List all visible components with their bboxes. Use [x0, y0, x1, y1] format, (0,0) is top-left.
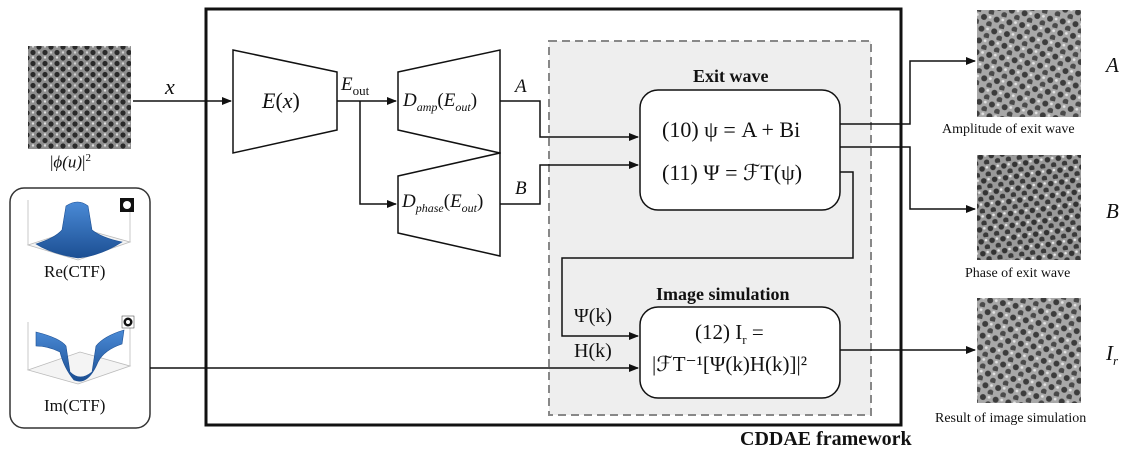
arrow-exitwave-to-amplitude — [840, 57, 976, 125]
arrow-a-to-exitwave — [500, 100, 639, 141]
arrow-exitwave-to-phase — [840, 146, 976, 213]
eq12-line2: |ℱT⁻¹[Ψ(k)H(k)]|² — [652, 352, 808, 376]
encoder-block — [232, 49, 338, 154]
h-k-label: H(k) — [574, 340, 612, 362]
output-amplitude-image — [977, 10, 1081, 117]
decoder-amp-label: Damp(Eout) — [403, 90, 478, 114]
output-symbol-b: B — [1106, 199, 1119, 223]
image-sim-box — [639, 306, 841, 399]
image-sim-title: Image simulation — [656, 284, 790, 304]
output-simulation-image — [977, 298, 1081, 403]
framework-box — [204, 7, 903, 427]
ctf-imag-plot — [26, 315, 135, 385]
output-b-label: B — [515, 178, 527, 199]
decoder-phase-label: Dphase(Eout) — [402, 191, 484, 215]
input-image-caption: |ϕ(u)|2 — [50, 152, 91, 172]
ctf-real-plot — [26, 198, 134, 261]
arrow-psi-to-sim — [561, 171, 854, 340]
exit-wave-box — [639, 89, 841, 211]
arrow-eout-to-phase — [359, 101, 397, 208]
input-variable-label: x — [165, 74, 175, 99]
ctf-imag-label: Im(CTF) — [44, 396, 106, 415]
output-a-label: A — [515, 76, 527, 97]
latent-label: Eout — [341, 74, 370, 98]
decoder-phase-block — [397, 152, 501, 257]
eq12-line1: (12) Ir = — [695, 320, 764, 348]
eq10-label: (10) ψ = A + Bi — [662, 117, 801, 142]
output-phase-image — [977, 155, 1081, 260]
output-symbol-ir: Ir — [1106, 341, 1119, 369]
arrow-b-to-exitwave — [500, 161, 639, 205]
psi-k-label: Ψ(k) — [574, 305, 613, 327]
phase-caption: Phase of exit wave — [965, 266, 1071, 281]
encoder-label: E(x) — [262, 88, 300, 113]
eq11-label: (11) Ψ = ℱT(ψ) — [662, 160, 803, 185]
ctf-real-label: Re(CTF) — [44, 262, 106, 281]
simulation-caption: Result of image simulation — [935, 411, 1087, 426]
exit-wave-title: Exit wave — [693, 66, 769, 86]
input-image — [28, 46, 131, 149]
amplitude-caption: Amplitude of exit wave — [942, 122, 1075, 137]
framework-title: CDDAE framework — [740, 428, 912, 450]
output-symbol-a: A — [1106, 53, 1119, 77]
